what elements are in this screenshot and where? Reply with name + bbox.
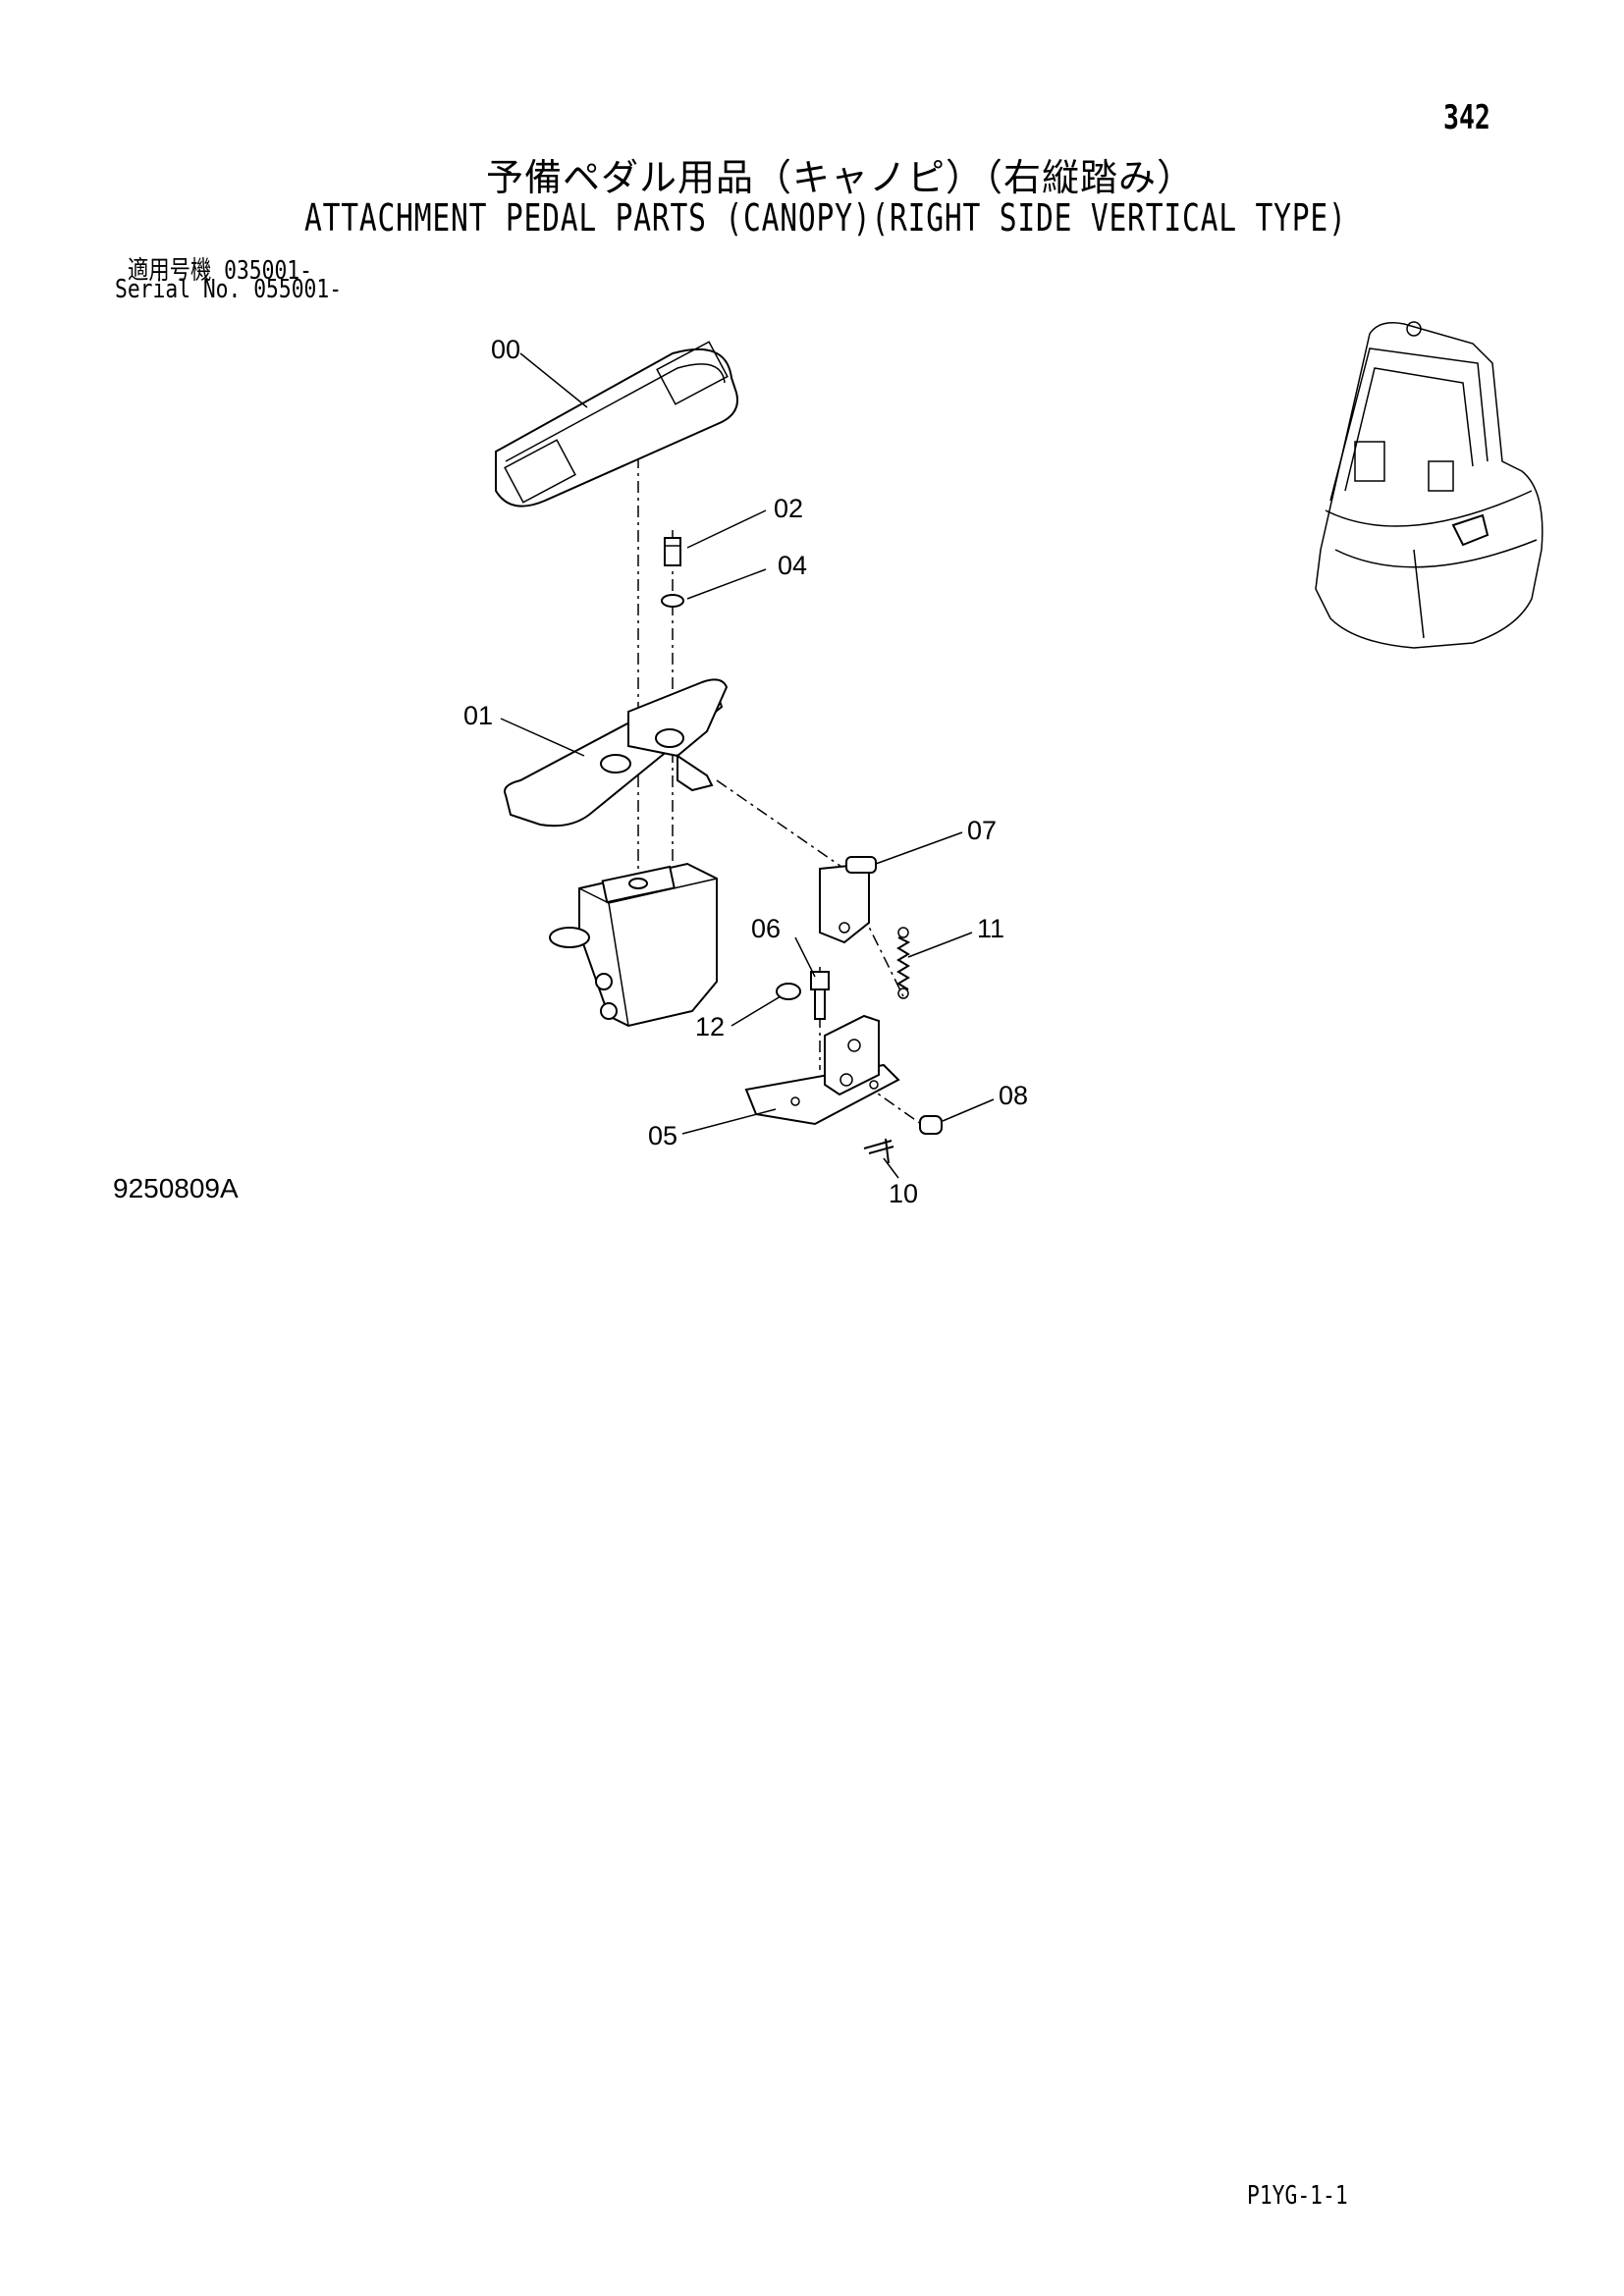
callout-07: 07: [967, 816, 997, 845]
callout-04: 04: [778, 551, 807, 580]
part-washer: [661, 594, 684, 608]
serial-japanese: 適用号機 035001-: [128, 256, 312, 286]
title-english: ATTACHMENT PEDAL PARTS (CANOPY)(RIGHT SI…: [304, 196, 1347, 240]
part-valve-body: [549, 862, 718, 1028]
drawing-number: 9250809A: [113, 1173, 239, 1203]
part-spring: [896, 927, 911, 999]
leader-lines: [500, 352, 995, 1179]
serial-english: Serial No. 055001-: [115, 275, 343, 304]
assembly-centerline-pin: [716, 779, 845, 870]
page-number: 342: [1443, 98, 1490, 137]
title-japanese: 予備ペダル用品（キャノピ）（右縦踏み）: [486, 156, 1196, 199]
callout-12: 12: [695, 1012, 725, 1041]
part-pedal: [504, 678, 729, 828]
callout-02: 02: [774, 494, 803, 523]
part-cotter-pin: [863, 1138, 894, 1164]
part-pedal-cover: [495, 341, 738, 507]
callout-05: 05: [648, 1121, 677, 1150]
assembly-centerline-spring: [861, 912, 904, 997]
part-base-bracket: [744, 1014, 900, 1126]
part-clevis-pin: [919, 1115, 943, 1135]
page-code: P1YG-1-1: [1247, 2181, 1348, 2211]
part-bolt: [664, 537, 681, 566]
callout-10: 10: [889, 1179, 918, 1208]
part-bolt-06: [810, 971, 830, 1020]
callout-01: 01: [463, 701, 493, 730]
callout-06: 06: [751, 914, 781, 943]
part-washer-12: [776, 983, 801, 1000]
callout-11: 11: [977, 914, 1004, 943]
callout-00: 00: [491, 335, 520, 364]
part-pin-bracket: [819, 856, 877, 944]
machine-location-sketch: [1315, 321, 1543, 649]
callout-08: 08: [999, 1081, 1028, 1110]
